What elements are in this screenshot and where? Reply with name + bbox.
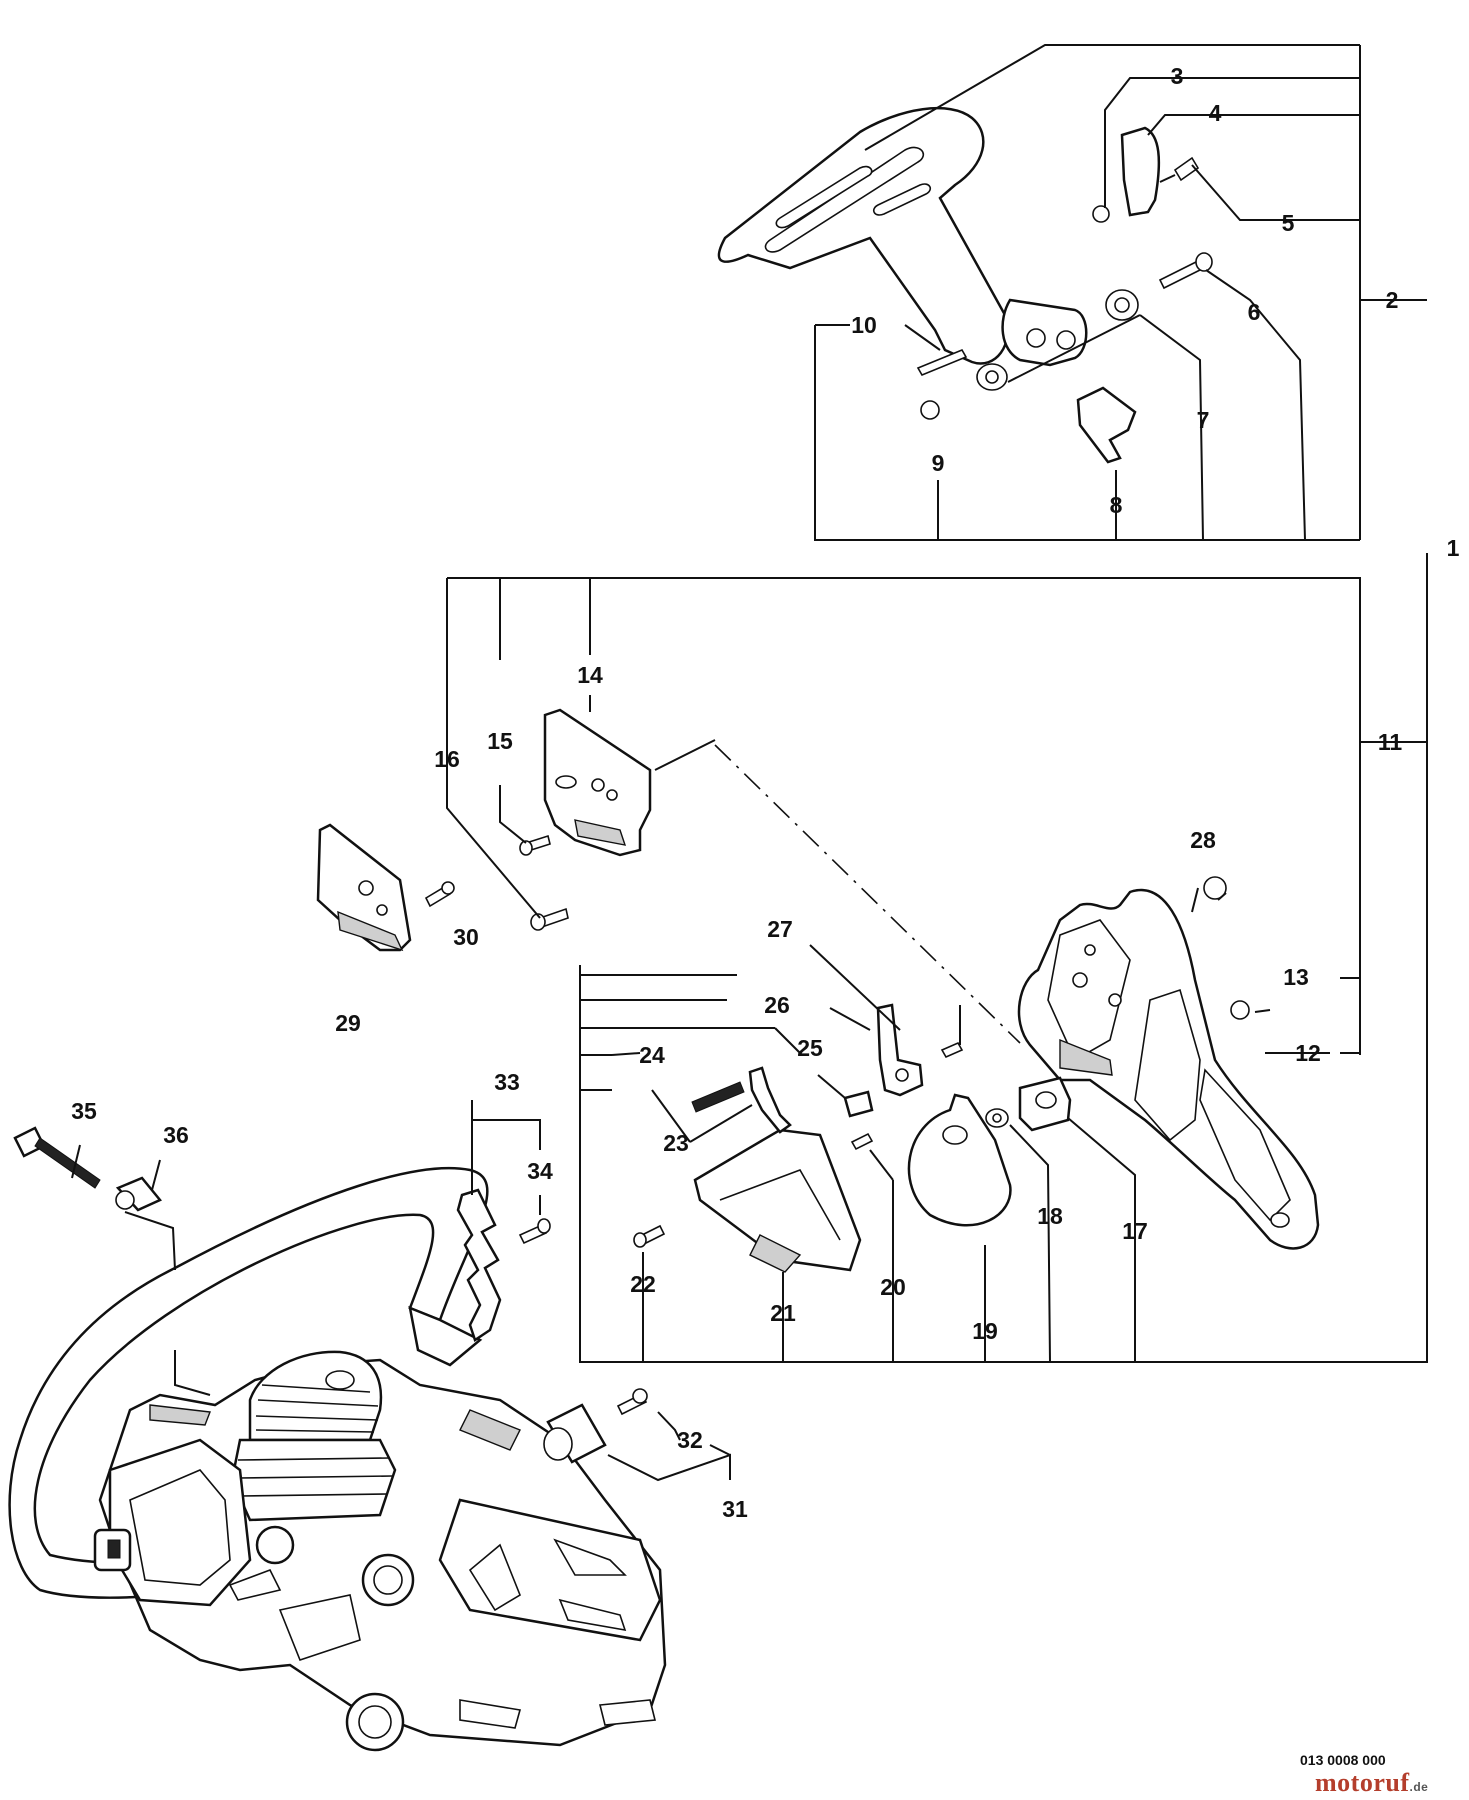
group-11-sprocket-cover-assembly	[316, 553, 1428, 1363]
watermark-logo: motoruf.de	[1315, 1768, 1428, 1798]
callout-labels: 1 2 3 4 5 6 7 8 9 10 11 12 13 14 15 16 1…	[71, 63, 1459, 1522]
part-10-pin	[916, 348, 968, 377]
callout-25: 25	[797, 1035, 823, 1061]
callout-35: 35	[71, 1098, 97, 1124]
callout-1: 1	[1447, 535, 1460, 561]
callout-17: 17	[1122, 1218, 1148, 1244]
group-2-chain-brake-assembly	[717, 44, 1427, 541]
callout-32: 32	[677, 1427, 703, 1453]
part-13-nut	[1230, 1000, 1250, 1020]
callout-2: 2	[1386, 287, 1399, 313]
callout-19: 19	[972, 1318, 998, 1344]
callout-29: 29	[335, 1010, 361, 1036]
part-19-brake-band	[907, 1093, 1012, 1227]
part-20-pin	[850, 1132, 874, 1151]
callout-31: 31	[722, 1496, 748, 1522]
part-28-sleeve	[1203, 876, 1227, 900]
callout-27: 27	[767, 916, 793, 942]
part-23-lever	[748, 1066, 792, 1134]
part-6-screw	[1158, 260, 1202, 290]
callout-30: 30	[453, 924, 479, 950]
callout-11: 11	[1378, 729, 1403, 755]
callout-22: 22	[630, 1271, 656, 1297]
part-24-spring	[691, 1081, 745, 1113]
callout-15: 15	[487, 728, 513, 754]
part-25-collar	[843, 1090, 874, 1118]
callout-13: 13	[1283, 964, 1309, 990]
part-33-tool	[456, 1188, 502, 1342]
crankcase-and-handle	[8, 1100, 731, 1752]
callout-12: 12	[1295, 1040, 1321, 1066]
diagram-reference-code: 013 0008 000	[1300, 1752, 1386, 1768]
part-9-nut	[920, 400, 940, 420]
watermark-logo-suffix: .de	[1409, 1780, 1429, 1794]
callout-20: 20	[880, 1274, 906, 1300]
callout-14: 14	[577, 662, 603, 688]
part-3-nut	[1092, 205, 1110, 223]
callout-16: 16	[434, 746, 460, 772]
front-handle-bar	[8, 1166, 489, 1599]
callout-34: 34	[527, 1158, 553, 1184]
part-4-cover	[1120, 126, 1161, 217]
callout-26: 26	[764, 992, 790, 1018]
callout-5: 5	[1282, 210, 1295, 236]
callout-9: 9	[932, 450, 945, 476]
callout-8: 8	[1110, 492, 1123, 518]
callout-23: 23	[663, 1130, 689, 1156]
callout-24: 24	[639, 1042, 665, 1068]
part-8-lever	[1076, 386, 1137, 464]
assembly-axis-line	[714, 744, 1021, 1044]
callout-7: 7	[1197, 407, 1210, 433]
callout-10: 10	[851, 312, 877, 338]
callout-18: 18	[1037, 1203, 1063, 1229]
callout-3: 3	[1171, 63, 1184, 89]
callout-6: 6	[1248, 299, 1261, 325]
callout-33: 33	[494, 1069, 520, 1095]
callout-21: 21	[770, 1300, 796, 1326]
callout-4: 4	[1209, 100, 1222, 126]
part-27-pin	[940, 1041, 964, 1059]
callout-28: 28	[1190, 827, 1216, 853]
watermark-logo-text: motoruf	[1315, 1768, 1410, 1797]
front-hand-guard	[717, 107, 1009, 365]
part-26-brake-lever	[876, 1003, 924, 1097]
callout-36: 36	[163, 1122, 189, 1148]
part-5-bolt	[1173, 156, 1200, 182]
